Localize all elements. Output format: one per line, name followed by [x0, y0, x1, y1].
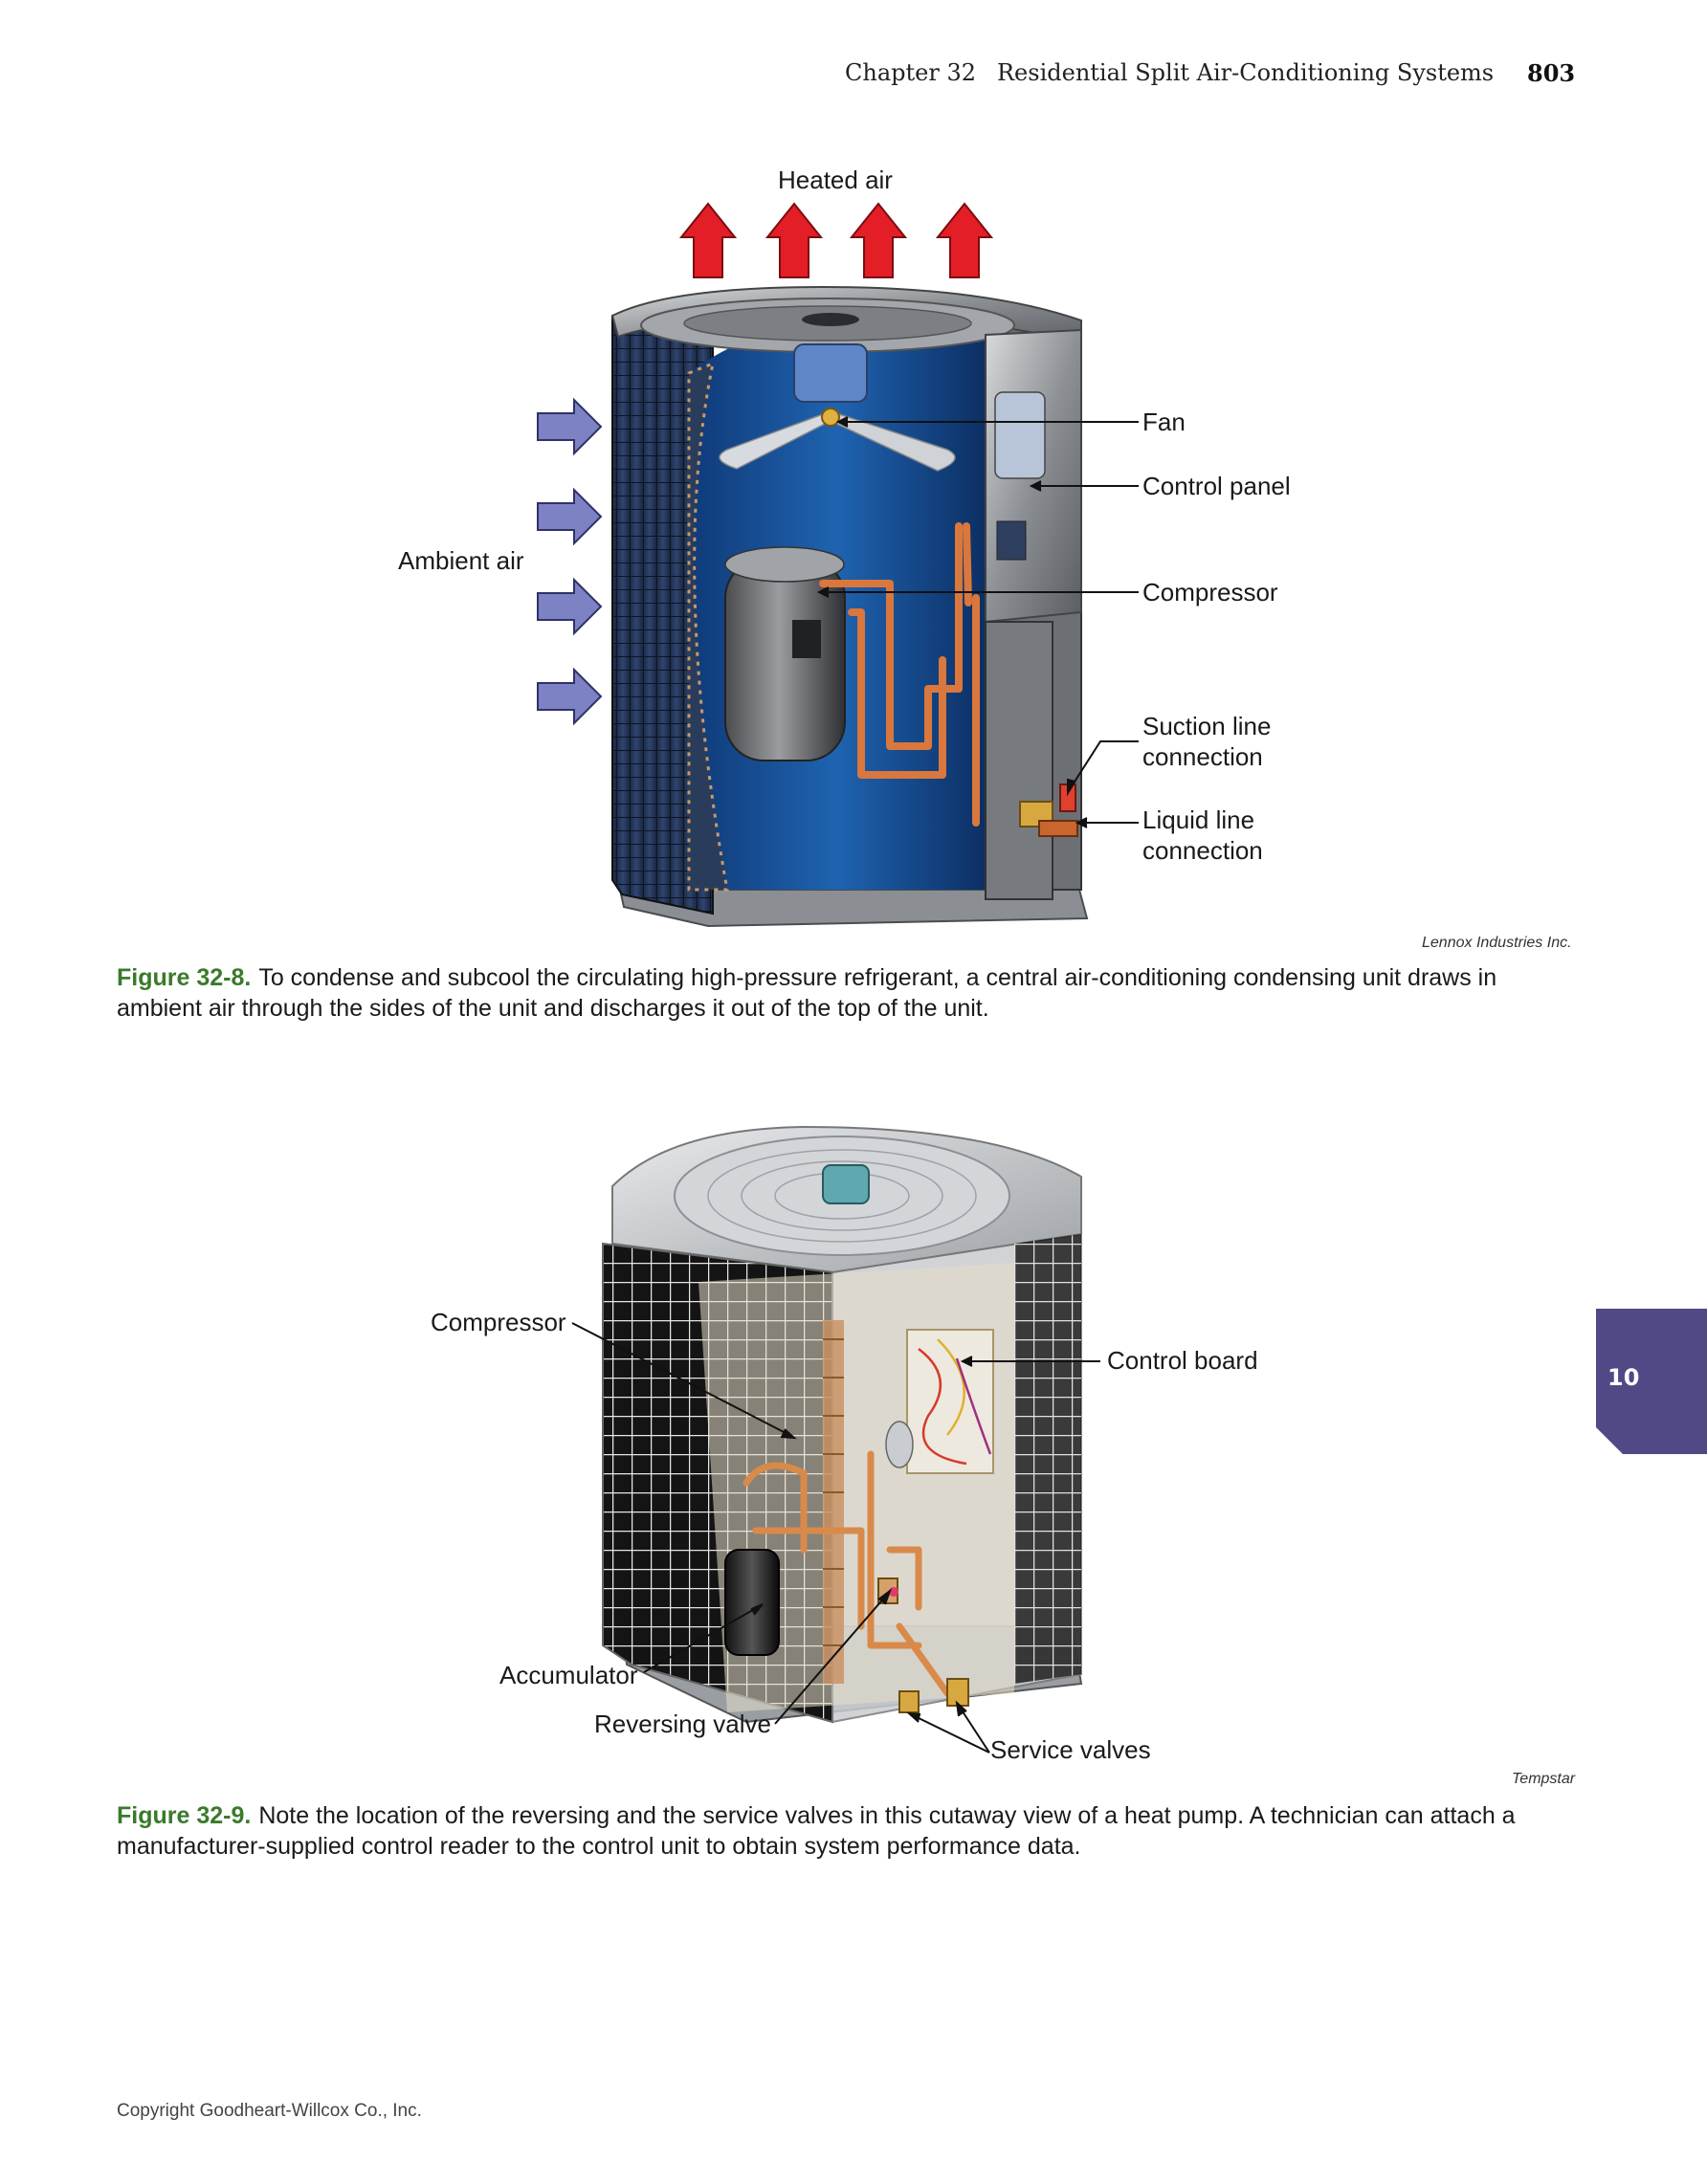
heated-air-arrow-2 — [765, 202, 824, 278]
ambient-air-arrow-4 — [537, 667, 603, 726]
chapter-title: Residential Split Air-Conditioning Syste… — [996, 59, 1495, 86]
label-liquid-line-1: Liquid line — [1142, 805, 1255, 834]
figure-32-8: Heated air Ambient air Fan Control panel… — [0, 153, 1707, 951]
figure2-caption-text: Note the location of the reversing and t… — [117, 1802, 1516, 1860]
heat-pump-body — [602, 1125, 1083, 1724]
figure2-credit: Tempstar — [1512, 1771, 1576, 1787]
condensing-unit-cutaway-illustration — [537, 202, 1139, 928]
figure1-caption-number: Figure 32-8. — [117, 964, 252, 991]
heated-air-arrow-4 — [935, 202, 994, 278]
page-number: 803 — [1527, 59, 1576, 87]
figure2-leader-lines — [571, 1322, 1100, 1754]
running-header: Chapter 32 Residential Split Air-Conditio… — [845, 59, 1494, 86]
figure1-leader-lines — [816, 416, 1139, 828]
section-tab-label: 10 — [1607, 1364, 1640, 1391]
label-service-valves: Service valves — [990, 1735, 1151, 1764]
label-control-board: Control board — [1107, 1346, 1258, 1375]
figure2-caption-number: Figure 32-9. — [117, 1802, 252, 1829]
chapter-section-tab: 10 — [1596, 1309, 1707, 1454]
figure-32-9: Compressor Control board Accumulator Rev… — [0, 1110, 1707, 1787]
copyright-footer: Copyright Goodheart-Willcox Co., Inc. — [117, 2101, 422, 2121]
figure1-credit: Lennox Industries Inc. — [1422, 935, 1572, 951]
label-compressor: Compressor — [1142, 578, 1278, 607]
label-suction-line: Suction line connection — [1142, 711, 1271, 772]
heated-air-arrow-1 — [678, 202, 738, 278]
label-compressor-2: Compressor — [431, 1308, 566, 1336]
figure2-caption: Figure 32-9.Note the location of the rev… — [117, 1800, 1571, 1862]
label-suction-line-2: connection — [1142, 742, 1263, 771]
figure1-caption: Figure 32-8.To condense and subcool the … — [117, 962, 1571, 1024]
ambient-air-arrow-3 — [537, 577, 603, 636]
label-accumulator: Accumulator — [499, 1661, 638, 1689]
label-control-panel: Control panel — [1142, 472, 1291, 500]
ambient-air-arrow-1 — [537, 397, 603, 456]
label-liquid-line-2: connection — [1142, 836, 1263, 865]
heated-air-arrow-3 — [849, 202, 908, 278]
label-reversing-valve: Reversing valve — [594, 1710, 771, 1738]
heat-pump-cutaway-illustration — [571, 1125, 1100, 1754]
label-liquid-line: Liquid line connection — [1142, 805, 1263, 866]
condensing-unit-body — [610, 285, 1089, 928]
heated-air-arrows — [678, 202, 994, 278]
label-suction-line-1: Suction line — [1142, 712, 1272, 740]
figure1-caption-text: To condense and subcool the circulating … — [117, 964, 1497, 1022]
ambient-air-arrow-2 — [537, 487, 603, 546]
label-heated-air: Heated air — [778, 165, 893, 194]
ambient-air-arrows — [537, 397, 603, 726]
label-ambient-air: Ambient air — [398, 546, 524, 575]
chapter-number: Chapter 32 — [845, 59, 976, 86]
label-fan: Fan — [1142, 408, 1186, 436]
